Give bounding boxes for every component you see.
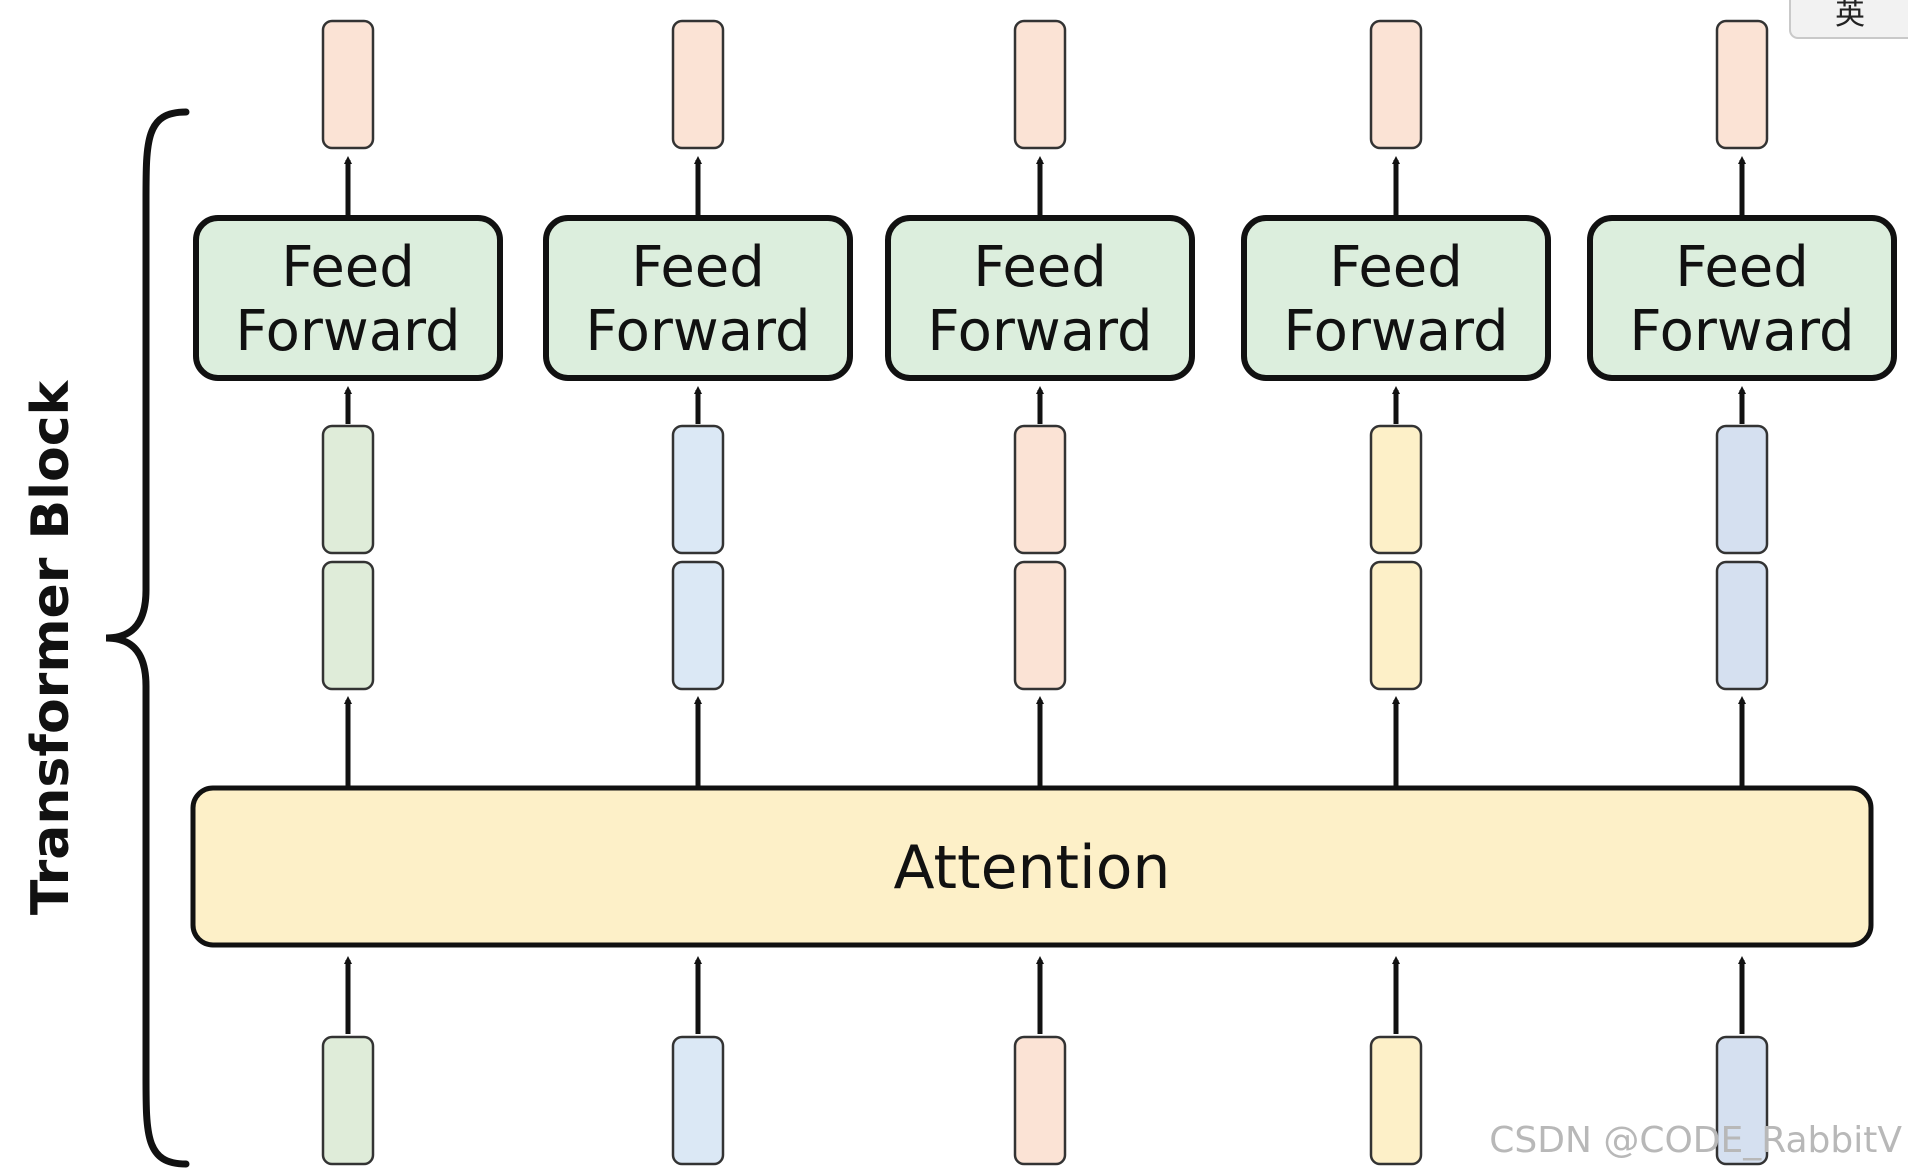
feed-forward-box-2 (543, 215, 853, 381)
hidden-token-upper-5 (1715, 424, 1769, 555)
watermark-text: CSDN @CODE_RabbitV (1489, 1120, 1902, 1161)
hidden-token-lower-5 (1715, 560, 1769, 691)
hidden-token-lower-1 (321, 560, 375, 691)
feed-forward-label-line1-3: Feed (973, 235, 1107, 300)
output-token-5 (1715, 19, 1769, 150)
feed-forward-label-line1-4: Feed (1329, 235, 1463, 300)
ime-indicator-box (1789, 0, 1908, 39)
block-brace (105, 108, 190, 1168)
output-token-2 (671, 19, 725, 150)
feed-forward-label-line2-4: Forward (1283, 299, 1508, 364)
input-token-1 (321, 1035, 375, 1166)
attention-label: Attention (894, 833, 1171, 903)
hidden-token-lower-2 (671, 560, 725, 691)
transformer-block-label: Transformer Block (21, 379, 81, 915)
feed-forward-label-line2-5: Forward (1629, 299, 1854, 364)
feed-forward-box-4 (1241, 215, 1551, 381)
hidden-token-upper-3 (1013, 424, 1067, 555)
feed-forward-label-line1-1: Feed (281, 235, 415, 300)
input-token-5 (1715, 1035, 1769, 1166)
feed-forward-label-line2-3: Forward (927, 299, 1152, 364)
output-token-4 (1369, 19, 1423, 150)
hidden-token-upper-2 (671, 424, 725, 555)
feed-forward-box-3 (885, 215, 1195, 381)
hidden-token-upper-1 (321, 424, 375, 555)
attention-box (190, 785, 1874, 948)
hidden-token-upper-4 (1369, 424, 1423, 555)
hidden-token-lower-3 (1013, 560, 1067, 691)
output-token-3 (1013, 19, 1067, 150)
feed-forward-box-5 (1587, 215, 1897, 381)
ime-indicator: 英 (1835, 0, 1865, 32)
input-token-4 (1369, 1035, 1423, 1166)
columns-group: FeedForwardFeedForwardFeedForwardFeedFor… (193, 19, 1897, 1166)
feed-forward-label-line1-5: Feed (1675, 235, 1809, 300)
feed-forward-label-line2-2: Forward (585, 299, 810, 364)
feed-forward-label-line2-1: Forward (235, 299, 460, 364)
output-token-1 (321, 19, 375, 150)
input-token-3 (1013, 1035, 1067, 1166)
hidden-token-lower-4 (1369, 560, 1423, 691)
feed-forward-label-line1-2: Feed (631, 235, 765, 300)
feed-forward-box-1 (193, 215, 503, 381)
input-token-2 (671, 1035, 725, 1166)
